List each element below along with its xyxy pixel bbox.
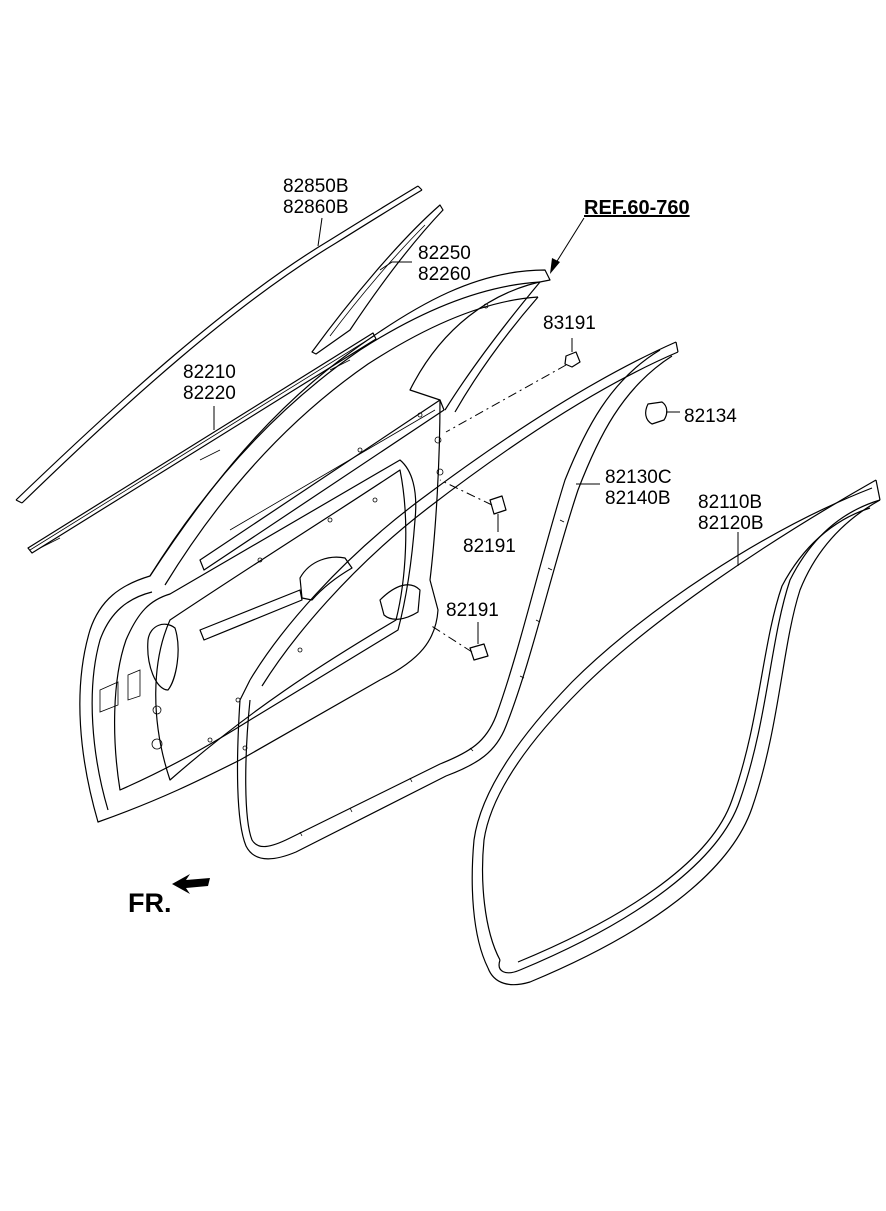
label-82130c: 82130C — [605, 467, 672, 488]
part-82191-bumper-upper — [439, 479, 507, 532]
label-82110b: 82110B — [698, 492, 763, 513]
part-83191-clip — [445, 351, 581, 433]
label-82140b: 82140B — [605, 488, 671, 509]
ref-arrow — [550, 217, 585, 274]
part-82210-belt-strip — [27, 332, 377, 554]
label-82850b: 82850B — [283, 176, 349, 197]
front-direction-arrow — [172, 874, 210, 894]
label-82120b: 82120B — [698, 513, 764, 534]
label-83191: 83191 — [543, 313, 596, 334]
part-82250-delta — [311, 204, 444, 355]
label-82260: 82260 — [418, 264, 471, 285]
label-82191-upper: 82191 — [463, 536, 516, 557]
label-82860b: 82860B — [283, 197, 349, 218]
label-82134: 82134 — [684, 406, 737, 427]
door-panel — [79, 269, 551, 823]
label-82210: 82210 — [183, 362, 236, 383]
label-82220: 82220 — [183, 383, 236, 404]
ref-label: REF.60-760 — [584, 197, 690, 219]
part-82850b-moulding — [15, 185, 423, 504]
front-label: FR. — [128, 888, 172, 918]
part-82191-bumper-lower — [429, 622, 489, 661]
label-82191-lower: 82191 — [446, 600, 499, 621]
leader-lines — [213, 217, 739, 566]
part-82130c-weatherstrip — [236, 341, 679, 860]
part-82134-cap — [645, 401, 680, 425]
part-82110b-weatherstrip — [471, 479, 881, 986]
label-82250: 82250 — [418, 243, 471, 264]
